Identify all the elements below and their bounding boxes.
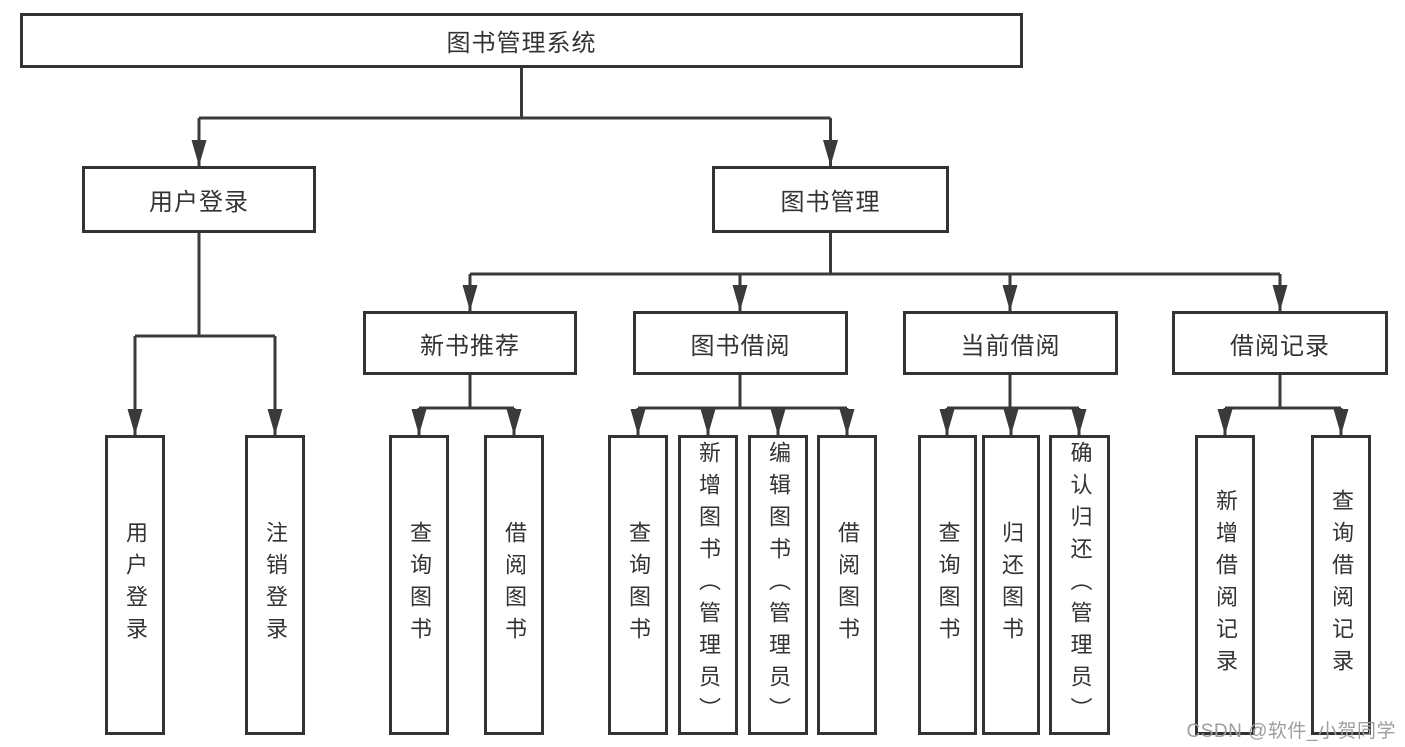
leaf-confirm-return-admin: 确认归还（管理员） (1049, 435, 1110, 735)
leaf-query-books-2-label: 查询图书 (626, 521, 651, 649)
leaf-query-borrow-record: 查询借阅记录 (1311, 435, 1371, 735)
leaf-user-login-label: 用户登录 (123, 521, 148, 649)
leaf-confirm-return-admin-label: 确认归还（管理员） (1067, 441, 1093, 729)
node-borrow-records-label: 借阅记录 (1230, 332, 1330, 360)
node-book-borrow: 图书借阅 (633, 311, 848, 375)
node-book-management-label: 图书管理 (780, 189, 881, 216)
leaf-query-books-1: 查询图书 (389, 435, 449, 735)
connector-new-book-recommend-rail (419, 375, 514, 410)
node-root-label: 图书管理系统 (446, 30, 597, 57)
leaf-query-books-3-label: 查询图书 (935, 521, 961, 649)
connector-root-rail (199, 68, 831, 120)
node-root: 图书管理系统 (20, 13, 1023, 68)
leaf-return-book: 归还图书 (982, 435, 1040, 735)
node-borrow-records: 借阅记录 (1172, 311, 1388, 375)
leaf-borrow-books-1: 借阅图书 (484, 435, 544, 735)
node-current-borrow: 当前借阅 (903, 311, 1118, 375)
connector-current-borrow-rail (947, 375, 1079, 410)
connector-borrow-records-rail (1225, 375, 1341, 410)
leaf-logout: 注销登录 (245, 435, 305, 735)
leaf-add-book-admin-label: 新增图书（管理员） (696, 441, 721, 729)
leaf-add-book-admin: 新增图书（管理员） (678, 435, 738, 735)
leaf-query-borrow-record-label: 查询借阅记录 (1329, 489, 1354, 681)
connector-book-management-rail (470, 233, 1280, 276)
connector-user-login-rail (135, 233, 275, 338)
leaf-logout-label: 注销登录 (263, 521, 288, 649)
csdn-watermark: CSDN @软件_小贺同学 (1186, 721, 1396, 742)
leaf-borrow-books-2-label: 借阅图书 (835, 521, 860, 649)
leaf-add-borrow-record-label: 新增借阅记录 (1213, 489, 1238, 681)
node-book-management: 图书管理 (712, 166, 949, 233)
leaf-query-books-2: 查询图书 (608, 435, 668, 735)
leaf-query-books-1-label: 查询图书 (407, 521, 432, 649)
node-user-login: 用户登录 (82, 166, 316, 233)
leaf-edit-book-admin: 编辑图书（管理员） (748, 435, 808, 735)
leaf-user-login: 用户登录 (105, 435, 165, 735)
node-book-borrow-label: 图书借阅 (690, 332, 791, 360)
node-user-login-label: 用户登录 (149, 189, 249, 216)
node-new-book-recommend: 新书推荐 (363, 311, 577, 375)
node-new-book-recommend-label: 新书推荐 (420, 332, 520, 360)
leaf-borrow-books-2: 借阅图书 (817, 435, 877, 735)
leaf-query-books-3: 查询图书 (918, 435, 977, 735)
leaf-return-book-label: 归还图书 (999, 521, 1024, 649)
connector-book-borrow-rail (638, 375, 847, 410)
leaf-edit-book-admin-label: 编辑图书（管理员） (766, 441, 791, 729)
leaf-add-borrow-record: 新增借阅记录 (1195, 435, 1255, 735)
leaf-borrow-books-1-label: 借阅图书 (502, 521, 527, 649)
node-current-borrow-label: 当前借阅 (960, 332, 1061, 360)
